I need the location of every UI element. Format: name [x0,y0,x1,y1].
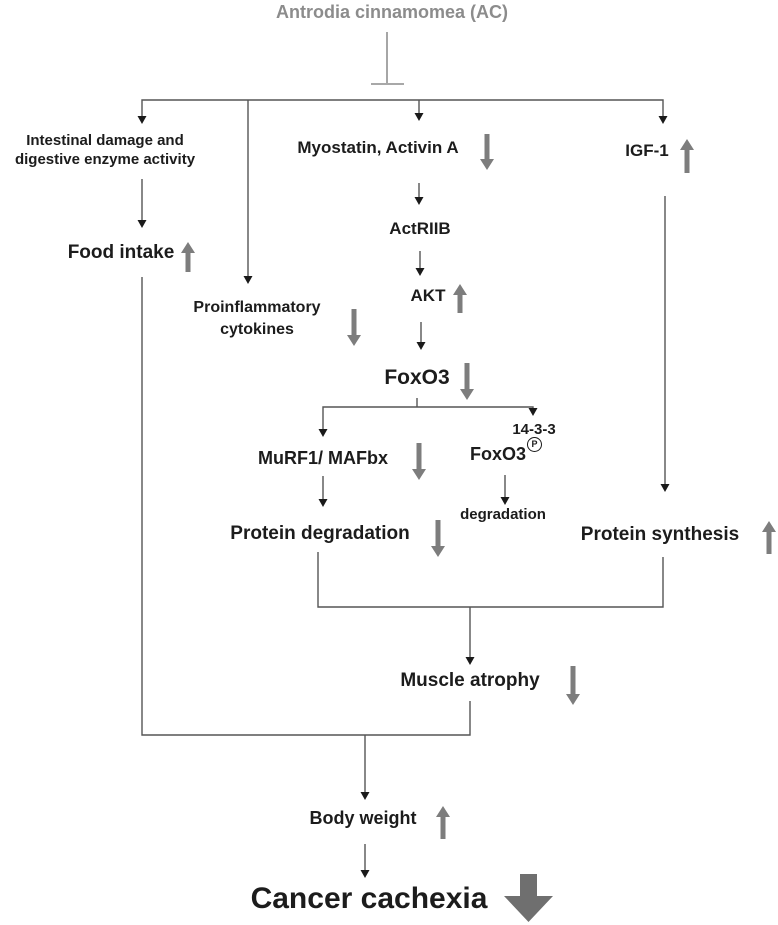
node-muscle-atrophy: Muscle atrophy [400,670,540,691]
node-protein-synthesis: Protein synthesis [580,524,740,545]
node-food-intake: Food intake [67,242,175,263]
inhibition-icon [371,32,404,85]
node-akt: AKT [410,286,446,305]
decrease-arrow-icon [347,134,580,705]
node-protein-degradation: Protein degradation [230,523,410,544]
node-antrodia-cinnamomea: Antrodia cinnamomea (AC) [275,2,509,22]
node-foxo3: FoxO3 [384,366,450,389]
flow-lines [141,99,666,871]
increase-arrow-icon [181,139,776,839]
node-degradation: degradation [460,506,546,523]
node-body-weight: Body weight [309,808,417,828]
node-proinflammatory-cytokines: Proinflammatory cytokines [193,299,321,338]
node-cancer-cachexia: Cancer cachexia [250,882,488,915]
node-actriib: ActRIIB [389,219,451,238]
node-myostatin-activin: Myostatin, Activin A [297,138,459,157]
node-14-3-3: 14-3-3 [512,421,556,438]
phospho-circle-icon: P [527,437,543,452]
node-murf1-mafbx: MuRF1/ MAFbx [258,448,388,468]
big-decrease-arrow-icon [504,874,553,922]
node-intestinal-damage: Intestinal damage and digestive enzyme a… [14,132,196,168]
node-igf1: IGF-1 [625,141,669,160]
foxo3p-label: FoxO3 [469,444,527,464]
flow-arrowheads [137,113,670,878]
